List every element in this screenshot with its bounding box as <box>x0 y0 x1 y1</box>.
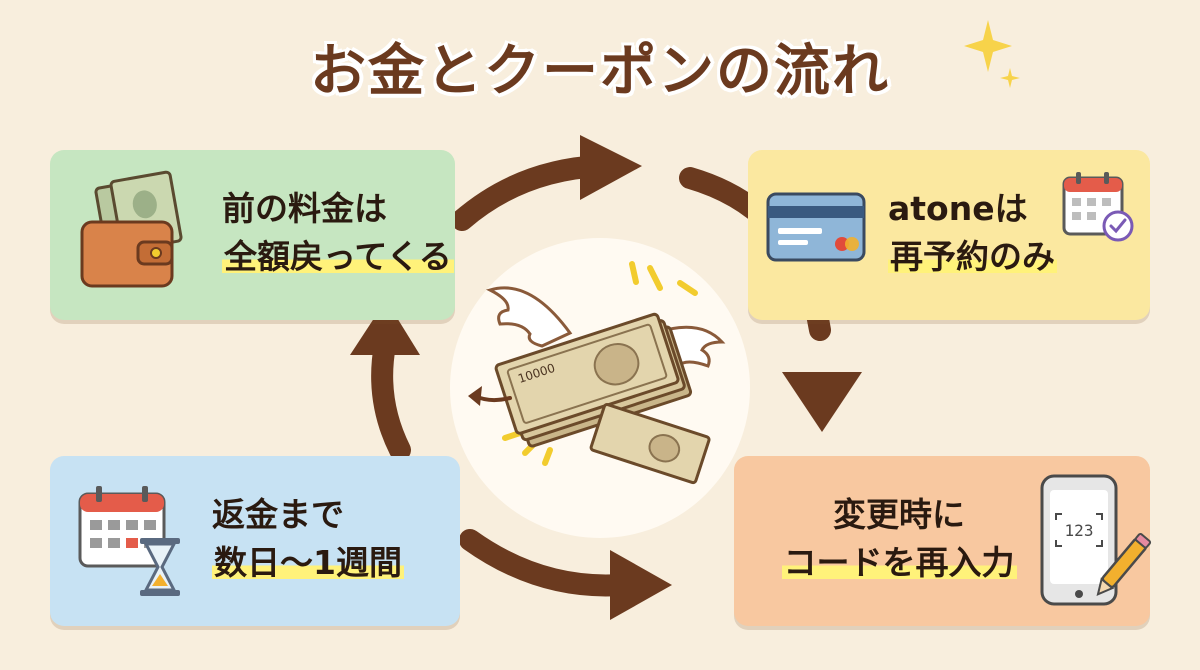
card-refund-line2: 全額戻ってくる <box>222 237 454 276</box>
phone-icon: 123 <box>1040 474 1152 606</box>
calendar-check-icon <box>1062 172 1134 242</box>
wallet-icon <box>80 170 183 288</box>
card-atone-line1: atoneは <box>888 189 1028 228</box>
credit-card-icon <box>766 192 866 262</box>
card-atone: atoneは 再予約のみ <box>748 150 1150 320</box>
card-atone-line2: 再予約のみ <box>888 237 1057 276</box>
arrow-bottom <box>459 529 631 597</box>
card-refund-time: 返金まで 数日〜1週間 <box>50 456 460 626</box>
arrow-top <box>451 155 611 231</box>
card-refund-time-line2: 数日〜1週間 <box>212 543 404 582</box>
card-code: 変更時に コードを再入力 123 <box>734 456 1152 626</box>
calendar-icon <box>78 486 166 568</box>
hourglass-icon <box>140 538 180 596</box>
arrow-top-head <box>580 135 642 200</box>
arrow-right-head <box>782 372 862 432</box>
arrow-left-head <box>350 300 420 355</box>
page-title: お金とクーポンの流れ <box>310 39 890 104</box>
card-code-line1: 変更時に <box>833 495 965 534</box>
flying-money-icon: 10000 <box>468 261 726 485</box>
phone-code: 123 <box>1065 521 1094 540</box>
card-code-line2: コードを再入力 <box>781 543 1017 582</box>
sparkle-icon <box>964 20 1020 88</box>
card-refund-line1: 前の料金は <box>222 189 387 228</box>
arrow-left <box>371 334 411 461</box>
card-refund: 前の料金は 全額戻ってくる <box>50 150 455 320</box>
card-refund-time-line1: 返金まで <box>212 495 344 534</box>
arrow-bottom-head <box>610 550 672 620</box>
